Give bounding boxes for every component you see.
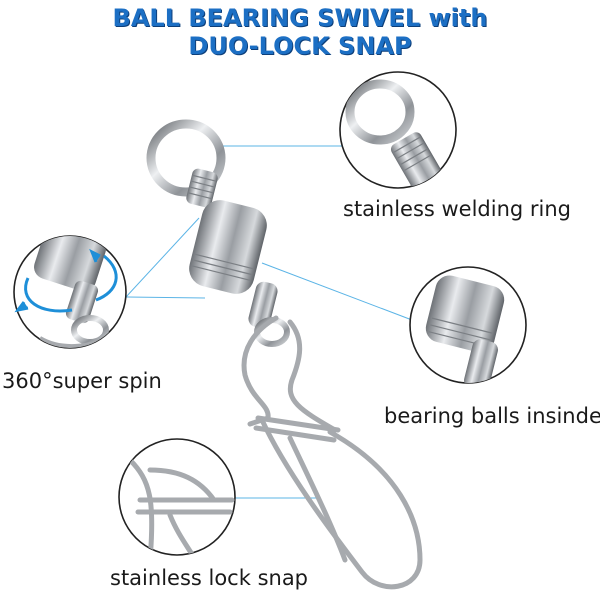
- lock-snap: [241, 315, 423, 590]
- spin-arrow-icon: [14, 248, 118, 313]
- detail-bearing-balls: [409, 266, 527, 384]
- swivel-main: [146, 119, 290, 347]
- title-line-1: BALL BEARING SWIVEL with: [112, 4, 488, 32]
- label-super-spin: 360°super spin: [2, 369, 162, 393]
- label-welding-ring: stainless welding ring: [343, 197, 572, 221]
- detail-super-spin: [13, 235, 127, 349]
- label-bearing-balls: bearing balls insinde: [384, 404, 600, 428]
- detail-welding-ring: [339, 71, 457, 189]
- detail-lock-snap: [118, 438, 236, 556]
- callout-lines: [125, 145, 413, 499]
- title-line-2: DUO-LOCK SNAP: [188, 32, 412, 60]
- label-lock-snap: stainless lock snap: [110, 566, 309, 590]
